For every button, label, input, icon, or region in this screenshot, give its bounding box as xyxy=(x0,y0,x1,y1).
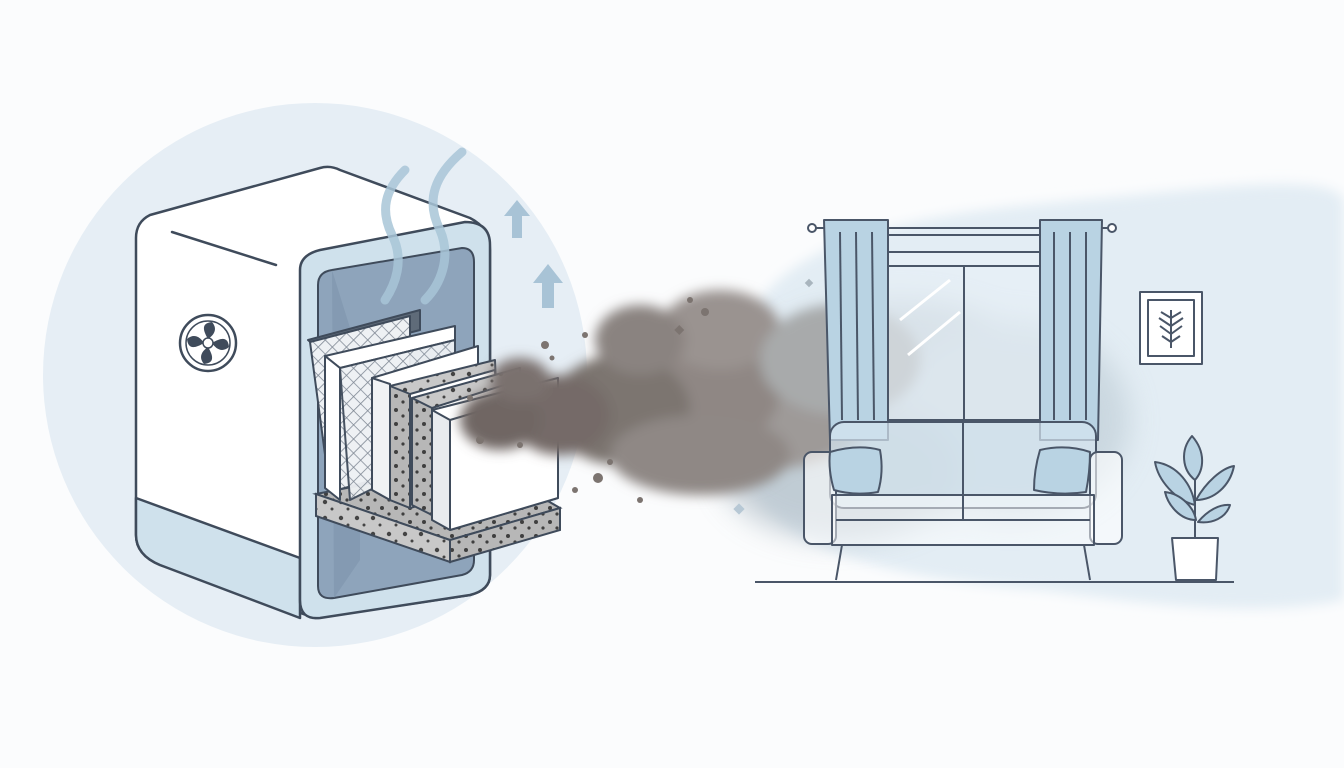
steam-icon xyxy=(380,147,467,305)
purifier-base-band xyxy=(134,496,302,620)
cushion-left xyxy=(828,446,883,495)
air-purifier xyxy=(134,147,563,620)
potted-plant xyxy=(1154,435,1235,581)
curtain-right xyxy=(1039,219,1103,441)
curtain-left xyxy=(823,219,889,441)
up-arrow-icon xyxy=(504,200,563,308)
living-room xyxy=(755,219,1235,583)
cushion-right xyxy=(1033,446,1091,495)
wall-picture-frame xyxy=(1139,291,1203,365)
window xyxy=(887,251,1041,421)
sofa xyxy=(803,421,1123,581)
fan-icon xyxy=(178,313,238,373)
leaf-icon xyxy=(1158,310,1184,348)
